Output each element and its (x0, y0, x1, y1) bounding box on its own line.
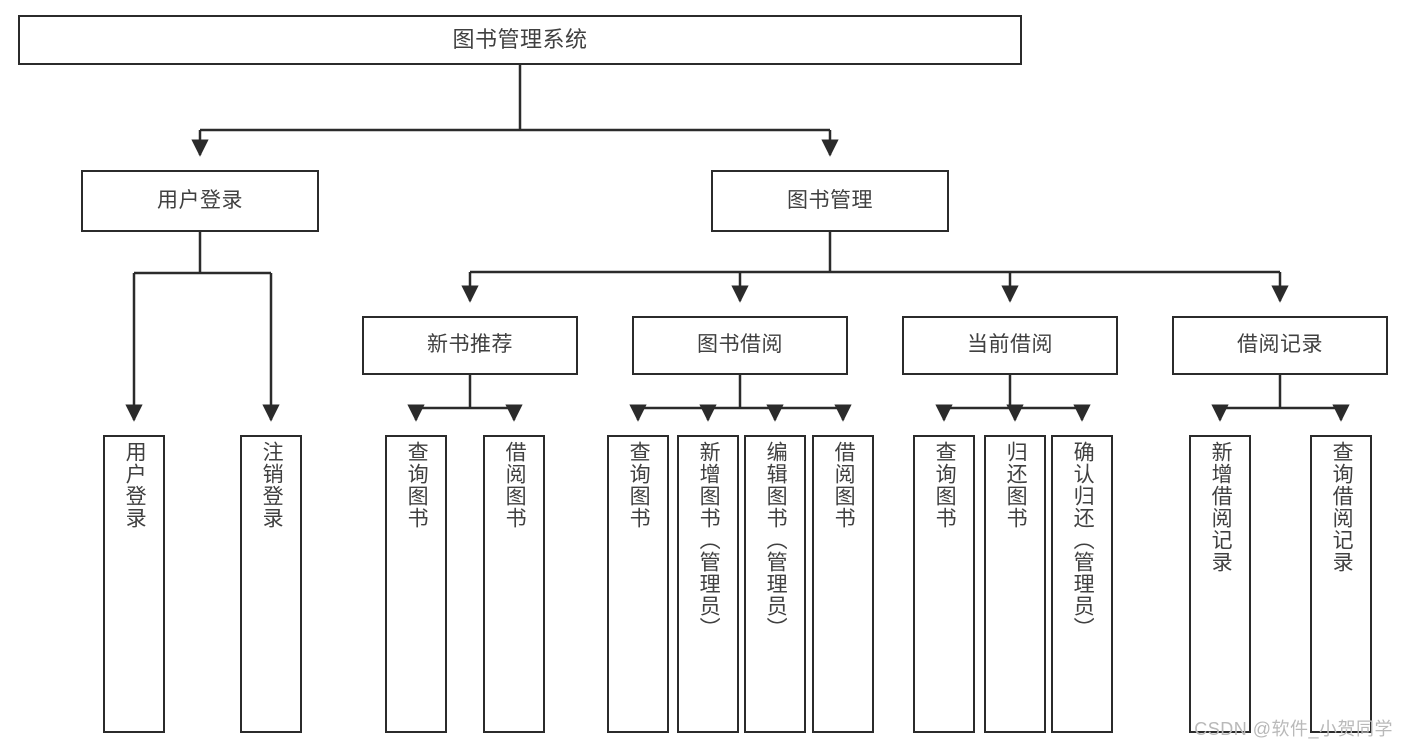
node-new-book-rec[interactable]: 新书推荐 (362, 316, 578, 375)
node-label: 确认归还（管理员） (1071, 441, 1095, 639)
node-label: 用户登录 (157, 188, 243, 212)
leaf-borrow-book-2[interactable]: 借阅图书 (812, 435, 874, 733)
node-label: 新书推荐 (427, 333, 513, 357)
leaf-add-book[interactable]: 新增图书（管理员） (677, 435, 739, 733)
node-borrow-record[interactable]: 借阅记录 (1172, 316, 1388, 375)
leaf-add-record[interactable]: 新增借阅记录 (1189, 435, 1251, 733)
node-current-borrow[interactable]: 当前借阅 (902, 316, 1118, 375)
node-label: 借阅图书 (503, 441, 527, 529)
node-label: 查询借阅记录 (1330, 441, 1354, 573)
node-label: 图书借阅 (697, 333, 783, 357)
leaf-logout[interactable]: 注销登录 (240, 435, 302, 733)
node-label: 图书管理系统 (452, 27, 588, 53)
node-label: 当前借阅 (967, 333, 1053, 357)
node-root-system[interactable]: 图书管理系统 (18, 15, 1022, 65)
node-label: 图书管理 (787, 188, 873, 212)
node-label: 借阅图书 (832, 441, 856, 529)
watermark: CSDN @软件_小贺同学 (1194, 719, 1393, 739)
leaf-query-book-3[interactable]: 查询图书 (913, 435, 975, 733)
node-label: 归还图书 (1004, 441, 1028, 529)
node-book-borrow[interactable]: 图书借阅 (632, 316, 848, 375)
node-label: 新增借阅记录 (1209, 441, 1233, 573)
leaf-query-record[interactable]: 查询借阅记录 (1310, 435, 1372, 733)
node-label: 查询图书 (405, 441, 429, 529)
leaf-edit-book[interactable]: 编辑图书（管理员） (744, 435, 806, 733)
leaf-query-book-1[interactable]: 查询图书 (385, 435, 447, 733)
node-label: 用户登录 (123, 441, 147, 529)
leaf-confirm-return[interactable]: 确认归还（管理员） (1051, 435, 1113, 733)
node-label: 查询图书 (933, 441, 957, 529)
node-book-manage[interactable]: 图书管理 (711, 170, 949, 232)
leaf-borrow-book-1[interactable]: 借阅图书 (483, 435, 545, 733)
node-label: 注销登录 (260, 441, 284, 529)
leaf-return-book[interactable]: 归还图书 (984, 435, 1046, 733)
node-label: 查询图书 (627, 441, 651, 529)
leaf-user-login[interactable]: 用户登录 (103, 435, 165, 733)
node-label: 借阅记录 (1237, 333, 1323, 357)
node-label: 新增图书（管理员） (697, 441, 721, 639)
node-user-login[interactable]: 用户登录 (81, 170, 319, 232)
node-label: 编辑图书（管理员） (764, 441, 788, 639)
leaf-query-book-2[interactable]: 查询图书 (607, 435, 669, 733)
